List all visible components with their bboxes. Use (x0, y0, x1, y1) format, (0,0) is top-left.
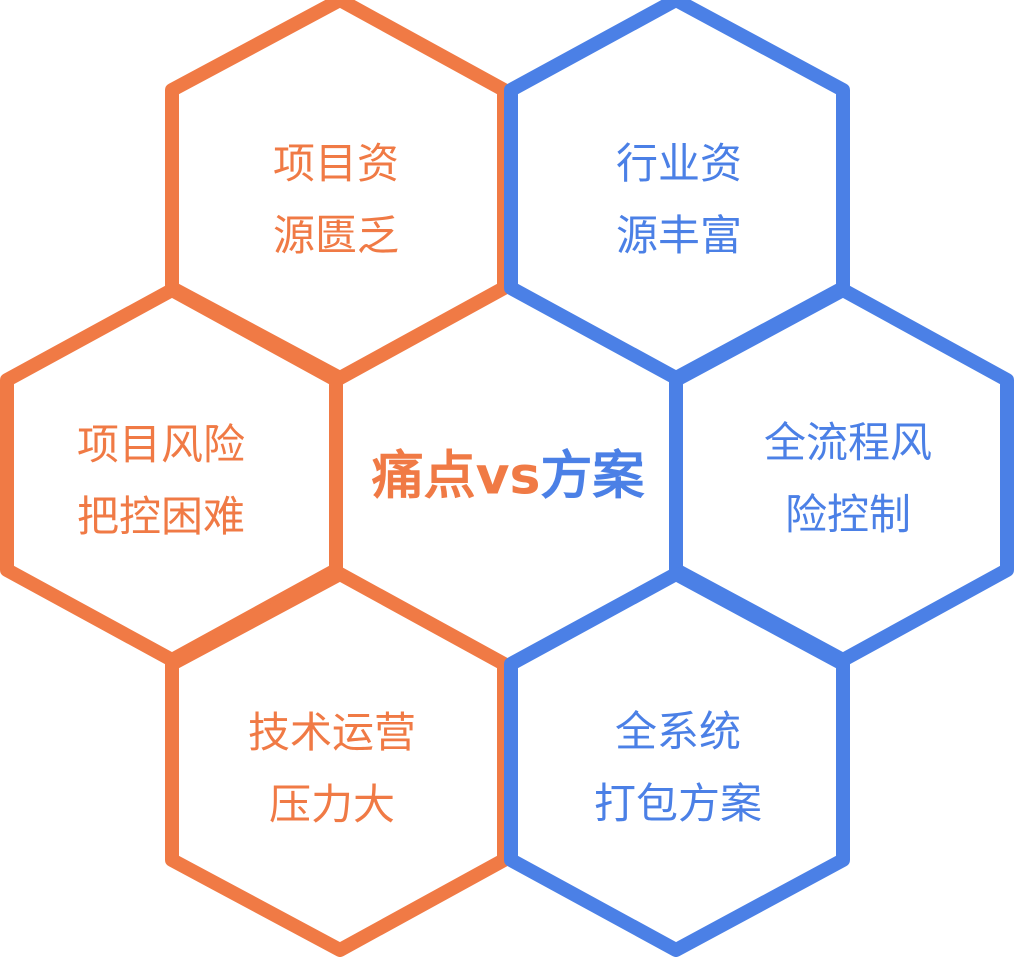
solution-label-risk-line1: 全流程风 (763, 418, 933, 467)
pain-label-risk-line2: 把控困难 (76, 492, 246, 541)
hex-solution-bottom (504, 567, 850, 957)
pain-label-resources-line2: 源匮乏 (272, 211, 400, 260)
center-title-solution: 方案 (540, 446, 645, 507)
pain-label-risk-line1: 项目风险 (76, 420, 246, 469)
pain-label-operations-line1: 技术运营 (247, 708, 417, 757)
solution-label-risk-line2: 险控制 (784, 490, 912, 539)
pain-label-resources-line1: 项目资 (272, 139, 400, 188)
center-title-pain: 痛点vs (371, 446, 541, 507)
solution-label-resources: 行业资 源丰富 (616, 128, 742, 272)
solution-label-risk: 全流程风 险控制 (764, 407, 932, 551)
solution-label-resources-line2: 源丰富 (615, 211, 743, 260)
solution-label-resources-line1: 行业资 (615, 139, 743, 188)
pain-label-resources: 项目资 源匮乏 (273, 128, 399, 272)
pain-label-operations: 技术运营 压力大 (248, 697, 416, 841)
pain-label-operations-line2: 压力大 (268, 780, 396, 829)
center-title: 痛点vs方案 (372, 434, 645, 509)
pain-label-risk: 项目风险 把控困难 (77, 409, 245, 553)
solution-label-package-line1: 全系统 (614, 707, 742, 756)
solution-label-package-line2: 打包方案 (593, 779, 763, 828)
solution-label-package: 全系统 打包方案 (594, 696, 762, 840)
